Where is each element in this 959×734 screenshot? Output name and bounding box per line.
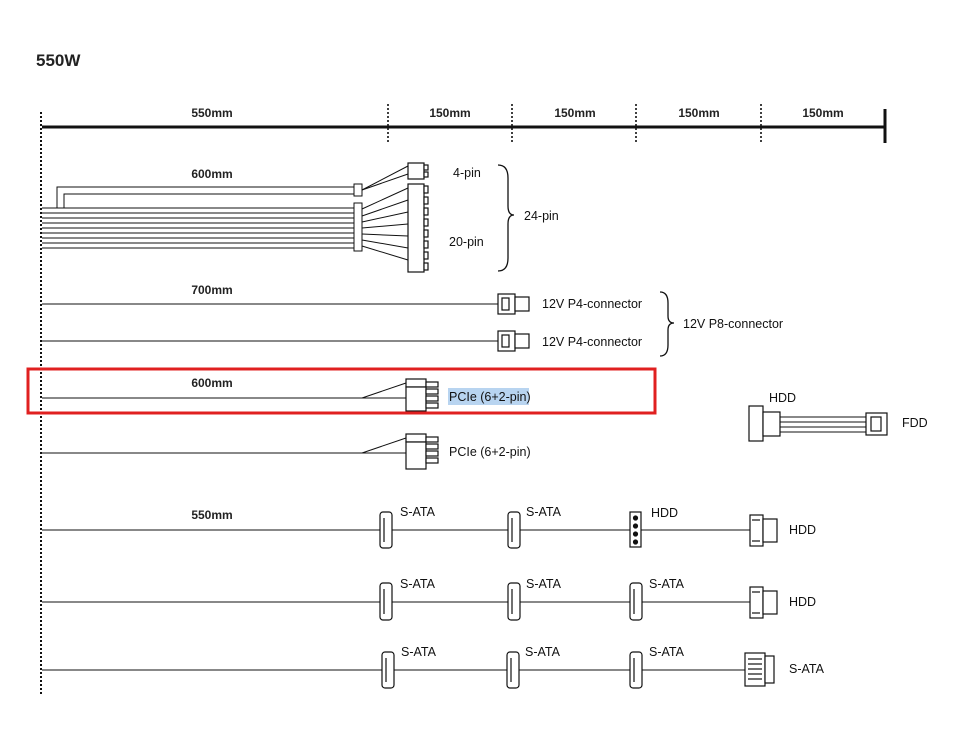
sata-cable-1-connector-2-icon [507,511,521,549]
pcie-label-selected-text: PCIe (6+2-pin [449,390,527,404]
sata-cable-3-label-1: S-ATA [401,645,437,659]
sata-cable-3-label-3: S-ATA [649,645,685,659]
page-title: 550W [36,51,81,70]
cpu-p4-connector-a-icon [497,293,530,315]
sata-cable-2-connector-3-icon [629,582,643,621]
cpu-p4-connector-b-icon [497,330,530,352]
atx-24pin-label: 24-pin [524,209,559,223]
sata-cable-2-hdd-end-icon [749,586,778,619]
pcie-connector-2-label: PCIe (6+2-pin) [449,445,531,459]
highlight-box [26,367,657,415]
pcie-connector-2-icon [405,433,439,470]
cpu-p8-brace-icon [659,291,675,357]
fdd-adapter-fdd-label: FDD [902,416,928,430]
ruler-segment-4: 150mm [678,106,719,120]
atx-20pin-label: 20-pin [449,235,484,249]
pcie-cable-length: 600mm [191,376,232,390]
atx-24pin-cable [42,165,409,261]
pcie-cable-1 [42,382,407,399]
sata-cable-1-label-3: HDD [651,506,678,520]
atx-20pin-connector-icon [407,183,429,273]
sata-cable-1-molex-inline-icon [629,511,642,548]
sata-cable-1-connector-1-icon [379,511,393,549]
ruler-segment-1: 550mm [191,106,232,120]
sata-cable-3-sata-end-icon [744,652,775,687]
atx-cable-length: 600mm [191,167,232,181]
sata-cable-2-label-3: S-ATA [649,577,685,591]
ruler-segment-5: 150mm [802,106,843,120]
sata-cable-1-hdd-end-icon [749,514,778,547]
atx-24pin-brace-icon [497,164,515,272]
text-selection-highlight [448,388,529,405]
cpu-cable-length: 700mm [191,283,232,297]
sata-cable-2-connector-1-icon [379,582,393,621]
sata-cable-1-label-1: S-ATA [400,505,436,519]
cpu-cables [42,303,498,342]
sata-cable-2-label-2: S-ATA [526,577,562,591]
sata-cable-3-end-label: S-ATA [789,662,825,676]
sata-cable-1-label-2: S-ATA [526,505,562,519]
fdd-adapter-hdd-label: HDD [769,391,796,405]
cpu-p4-label-b: 12V P4-connector [542,335,642,349]
fdd-adapter-cable [780,416,866,433]
fdd-connector-icon [865,412,888,436]
atx-4pin-label: 4-pin [453,166,481,180]
sata-cable-2-connector-2-icon [507,582,521,621]
cpu-p4-label-a: 12V P4-connector [542,297,642,311]
sata-cable-3-connector-2-icon [506,651,520,689]
hdd-molex-connector-icon [748,405,781,442]
cpu-p8-label: 12V P8-connector [683,317,783,331]
sata-cable-3-connector-3-icon [629,651,643,689]
sata-cable-1-end-label: HDD [789,523,816,537]
pcie-connector-1-icon [405,378,439,412]
sata-cable-length: 550mm [191,508,232,522]
pcie-connector-1-label[interactable]: PCIe (6+2-pin) [449,390,531,404]
pcie-label-rest-text: ) [526,390,530,404]
sata-cable-2-label-1: S-ATA [400,577,436,591]
length-ruler [42,104,887,143]
atx-4pin-connector-icon [407,162,429,180]
sata-cable-2-end-label: HDD [789,595,816,609]
sata-cable-3-connector-1-icon [381,651,395,689]
sata-cable-3-label-2: S-ATA [525,645,561,659]
ruler-segment-3: 150mm [554,106,595,120]
ruler-segment-2: 150mm [429,106,470,120]
pcie-cable-2 [42,437,407,454]
